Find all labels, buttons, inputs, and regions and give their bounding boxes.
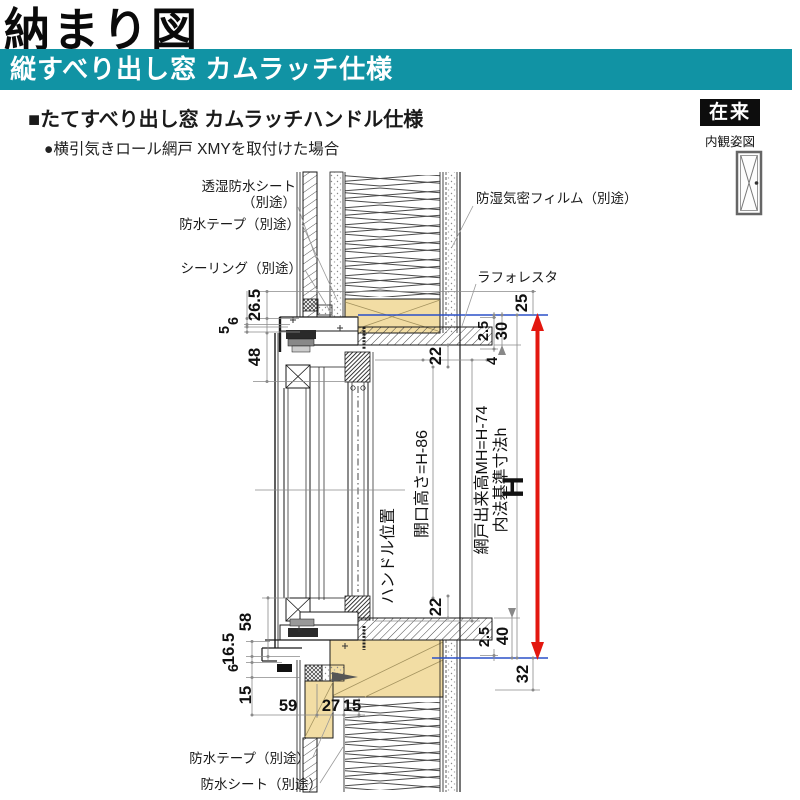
dim-58: 58 [237,613,255,631]
title-banner: 縦すべり出し窓 カムラッチ仕様 [0,49,792,90]
dim-2-5-bottom: 2.5 [477,627,493,647]
callout-leaders [297,205,477,784]
dim-27: 27 [322,697,340,715]
label-handle-position: ハンドル位置 [379,508,397,604]
frame-sill [261,611,493,672]
dim-15-horizontal: 15 [343,697,361,715]
interior-casing-sill [357,617,493,641]
dim-40: 40 [494,627,512,645]
glazing-cap-top [344,351,371,383]
dim-H: H [497,476,530,498]
section-heading: ■たてすべり出し窓 カムラッチハンドル仕様 [28,109,424,131]
dim-26-5: 26.5 [246,289,264,321]
dim-6-bottom: 6 [226,664,242,672]
dim-15-left: 15 [237,686,255,704]
dim-22-bottom: 22 [427,598,445,616]
callout-waterproof-tape-top: 防水テープ（別途） [179,216,300,232]
dim-2-5-top: 2.5 [476,321,492,341]
wall-assembly-bottom [296,639,458,793]
bullet-note: ●横引気きロール網戸 XMYを取付けた場合 [44,141,340,158]
construction-type-tag: 在来 [700,99,760,126]
view-caption: 内観姿図 [704,135,755,149]
callout-sealing: シーリング（別途） [181,260,303,276]
interior-casing-head [357,326,493,346]
dim-4: 4 [485,357,501,365]
dim-5: 5 [217,326,233,334]
callout-breathable-sheet-l2: （別途） [242,194,296,210]
label-screen-height: 網戸出来高MH=H-74 [473,405,491,554]
page-title: 納まり図 [4,3,200,57]
dim-25: 25 [513,294,531,312]
insulation-bottom [345,702,440,790]
dim-59: 59 [279,697,297,715]
sash-and-glazing [274,333,374,648]
banner-label: 縦すべり出し窓 カムラッチ仕様 [10,54,394,84]
callout-breathable-sheet: 透湿防水シート [202,179,297,194]
callout-laforesta: ラフォレスタ [477,270,558,285]
dim-32: 32 [514,665,532,683]
callout-labels: 透湿防水シート （別途） 防水テープ（別途） シーリング（別途） 防湿気密フィル… [179,179,637,792]
overall-height-dimension [531,313,544,660]
frame-head [278,316,493,353]
dim-6-top: 6 [226,317,242,325]
dim-22-top: 22 [427,347,445,365]
insulation-top [345,175,440,297]
dim-16-5: 16.5 [220,633,238,665]
callout-waterproof-sheet-bottom: 防水シート（別途） [201,776,323,792]
casement-window-icon [735,150,763,216]
dimension-labels: 26.5 6 5 48 25 2.5 30 4 22 22 開口高さ=H-86 … [217,289,532,715]
dim-48: 48 [246,348,264,366]
callout-vapor-film: 防湿気密フィルム（別途） [476,190,637,206]
label-inner-reference: 内法基準寸法h [492,428,510,533]
label-opening-height: 開口高さ=H-86 [413,430,431,538]
dim-30: 30 [493,322,511,340]
dimension-lines [244,290,540,718]
callout-waterproof-tape-bottom: 防水テープ（別途） [189,750,310,766]
